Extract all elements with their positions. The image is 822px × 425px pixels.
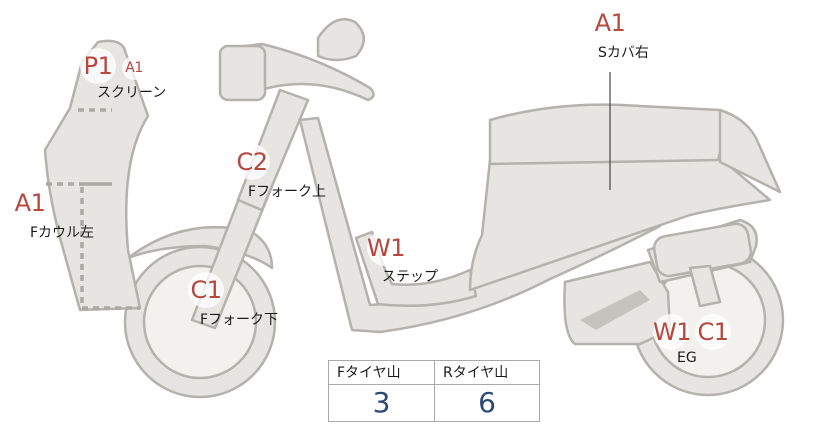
label-screen: スクリーン: [97, 85, 167, 101]
grade-s-cover-right: A1: [592, 5, 628, 41]
grade-step: W1: [367, 230, 406, 266]
grade-f-fork-lower: C1: [188, 272, 224, 308]
grade-screen-2: A1: [122, 56, 146, 80]
cowl-damage-outline: [46, 182, 140, 310]
grade-engine-1: W1: [653, 314, 692, 350]
label-f-fork-upper: Fフォーク上: [248, 184, 327, 200]
grade-screen-1: P1: [80, 48, 116, 84]
tail: [718, 108, 782, 194]
label-f-cowl-left: Fカウル左: [30, 225, 95, 241]
rear-tire-tread-header: Rタイヤ山: [434, 361, 539, 385]
headlight: [218, 44, 267, 102]
label-s-cover-right: Sカバ右: [598, 45, 649, 61]
rear-tire-tread-value: 6: [434, 385, 539, 421]
rear-body: [468, 156, 772, 292]
seat: [488, 103, 730, 166]
grade-engine-2: C1: [695, 314, 731, 350]
rear-shock: [688, 264, 722, 308]
front-tire-tread-value: 3: [372, 386, 391, 419]
mirror: [316, 18, 365, 62]
belt-accent: [580, 290, 650, 330]
grade-f-fork-upper: C2: [234, 144, 270, 180]
label-f-fork-lower: Fフォーク下: [200, 312, 279, 328]
label-engine: EG: [677, 350, 697, 366]
front-cowl: [43, 39, 150, 312]
label-step: ステップ: [382, 269, 438, 285]
grade-f-cowl-left: A1: [12, 185, 48, 221]
front-tire-tread-header: Fタイヤ山: [329, 361, 434, 385]
tire-tread-table: Fタイヤ山 Rタイヤ山 3 6: [328, 360, 540, 422]
